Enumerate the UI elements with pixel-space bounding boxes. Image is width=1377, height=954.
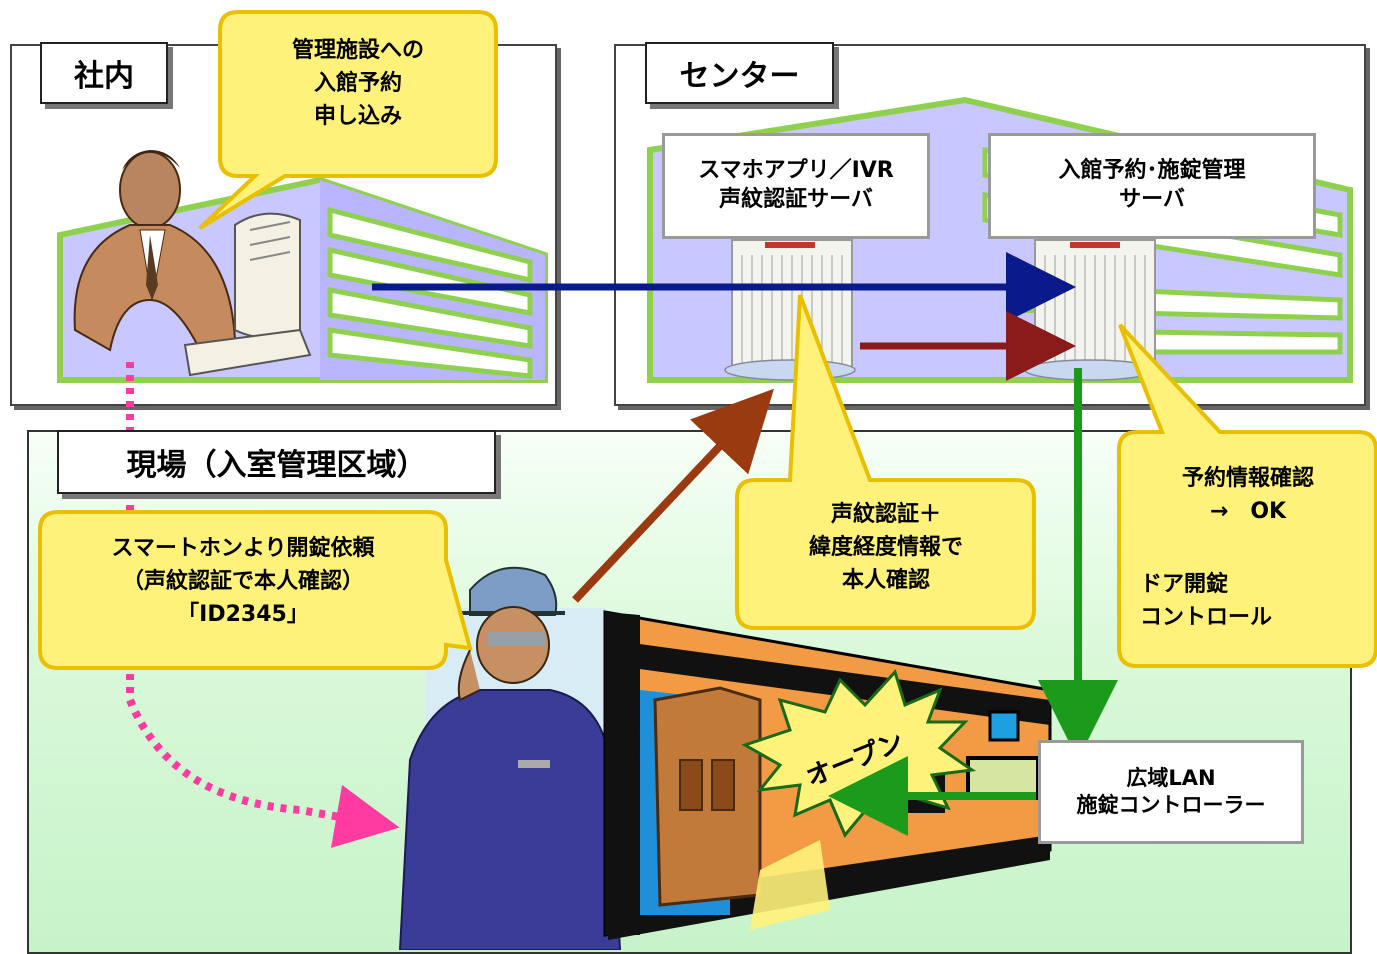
voice-auth-callout-shape [735,294,1036,630]
control-callout-shape [1117,323,1377,668]
reservation-check-text: 予約情報確認 → OK [1181,466,1314,524]
computer-monitor [183,212,312,377]
smartphone-callout-shape [38,510,473,670]
office-title: 社内 [40,42,168,104]
reservation-server-text: 入館予約･施錠管理 サーバ [1058,158,1246,212]
open-door [640,686,830,930]
flow-arrows [126,252,1118,848]
field-worker-illustration [398,566,622,950]
voice-server-text: スマホアプリ／IVR 声紋認証サーバ [698,158,894,212]
smartphone-callout-text: スマートホンより開錠依頼 （声紋認証で本人確認） 「ID2345」 [111,536,375,627]
controller-text: 広域LAN 施錠コントローラー [1076,765,1266,817]
unlock-request-arrow [572,388,774,603]
dotted-path [126,362,400,848]
reservation-server-label: 入館予約･施錠管理 サーバ [988,133,1316,239]
controller-label: 広域LAN 施錠コントローラー [1038,740,1304,844]
center-title: センター [645,42,834,104]
voice-server-rack [724,239,856,381]
door-control-text: ドア開錠 コントロール [1140,572,1273,630]
callout-shapes [38,10,1377,670]
reservation-callout-shape [198,10,498,230]
office-worker-illustration [73,150,312,377]
voice-auth-callout-text: 声紋認証＋ 緯度経度情報で 本人確認 [808,502,963,593]
site-title: 現場（入室管理区域） [57,430,496,494]
reservation-callout-text: 管理施設への 入館予約 申し込み [291,38,424,129]
voice-server-label: スマホアプリ／IVR 声紋認証サーバ [662,133,930,239]
